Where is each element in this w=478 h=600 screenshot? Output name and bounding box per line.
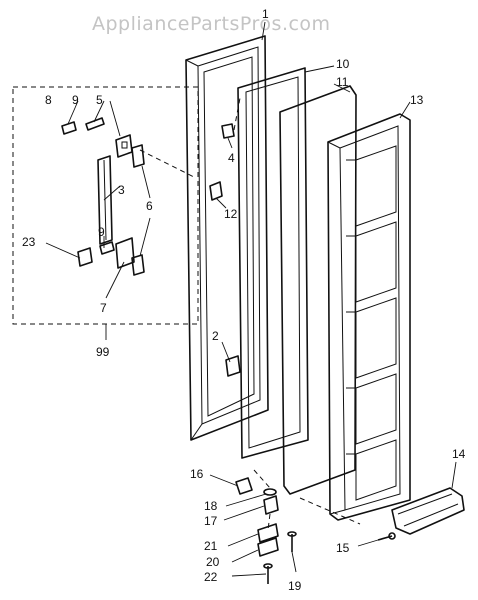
lower-hinge-bracket xyxy=(115,237,135,269)
callout-6: 6 xyxy=(146,199,153,213)
door-liner xyxy=(327,113,411,521)
washer xyxy=(263,488,277,496)
callout-15: 15 xyxy=(336,541,350,555)
callout-7: 7 xyxy=(100,301,107,315)
hinge-pin xyxy=(85,117,105,131)
callout-16: 16 xyxy=(190,467,204,481)
spacer-block xyxy=(131,144,145,168)
callout-8: 8 xyxy=(45,93,52,107)
leader-lines xyxy=(45,21,457,577)
screw xyxy=(287,531,297,552)
door-bin xyxy=(391,487,465,535)
callout-2: 2 xyxy=(212,329,219,343)
clip xyxy=(209,181,223,201)
callout-22: 22 xyxy=(204,570,218,584)
callout-13: 13 xyxy=(410,93,424,107)
hinge-cap xyxy=(235,477,253,495)
callout-9-lower: 9 xyxy=(98,225,105,239)
assembly-99-outline xyxy=(12,86,199,325)
lower-spacer xyxy=(131,254,145,276)
callout-12: 12 xyxy=(224,207,238,221)
callout-21: 21 xyxy=(204,539,218,553)
bushing xyxy=(61,121,77,135)
bin-screw xyxy=(377,532,396,541)
callout-17: 17 xyxy=(204,514,218,528)
watermark-text: AppliancePartsPros.com xyxy=(92,13,331,35)
hinge-screw xyxy=(263,563,273,584)
callout-5: 5 xyxy=(96,93,103,107)
lower-hinge-pin xyxy=(99,241,115,255)
callout-19: 19 xyxy=(288,579,302,593)
callout-1: 1 xyxy=(262,7,269,21)
lower-clip xyxy=(225,355,241,377)
callout-20: 20 xyxy=(206,555,220,569)
hinge-plate xyxy=(257,523,279,543)
lower-hinge-bushing xyxy=(77,247,93,267)
plug xyxy=(221,123,235,139)
hinge-bracket xyxy=(115,134,133,158)
callout-11: 11 xyxy=(336,75,349,89)
door-stop-bar xyxy=(97,155,113,245)
foam-insulation xyxy=(279,85,357,495)
callout-labels: 1 10 11 13 8 9 5 3 6 4 12 23 9 7 99 2 16… xyxy=(22,7,466,593)
hinge-bushing xyxy=(263,495,279,515)
door-outer-panel xyxy=(185,35,269,441)
callout-3: 3 xyxy=(118,183,125,197)
callout-4: 4 xyxy=(228,151,235,165)
door-gasket xyxy=(237,67,309,459)
callout-10: 10 xyxy=(336,57,350,71)
callout-9-upper: 9 xyxy=(72,93,79,107)
callout-14: 14 xyxy=(452,447,466,461)
lower-hinge-plate xyxy=(257,537,279,557)
callout-23: 23 xyxy=(22,235,36,249)
callout-18: 18 xyxy=(204,499,218,513)
callout-99: 99 xyxy=(96,345,110,359)
